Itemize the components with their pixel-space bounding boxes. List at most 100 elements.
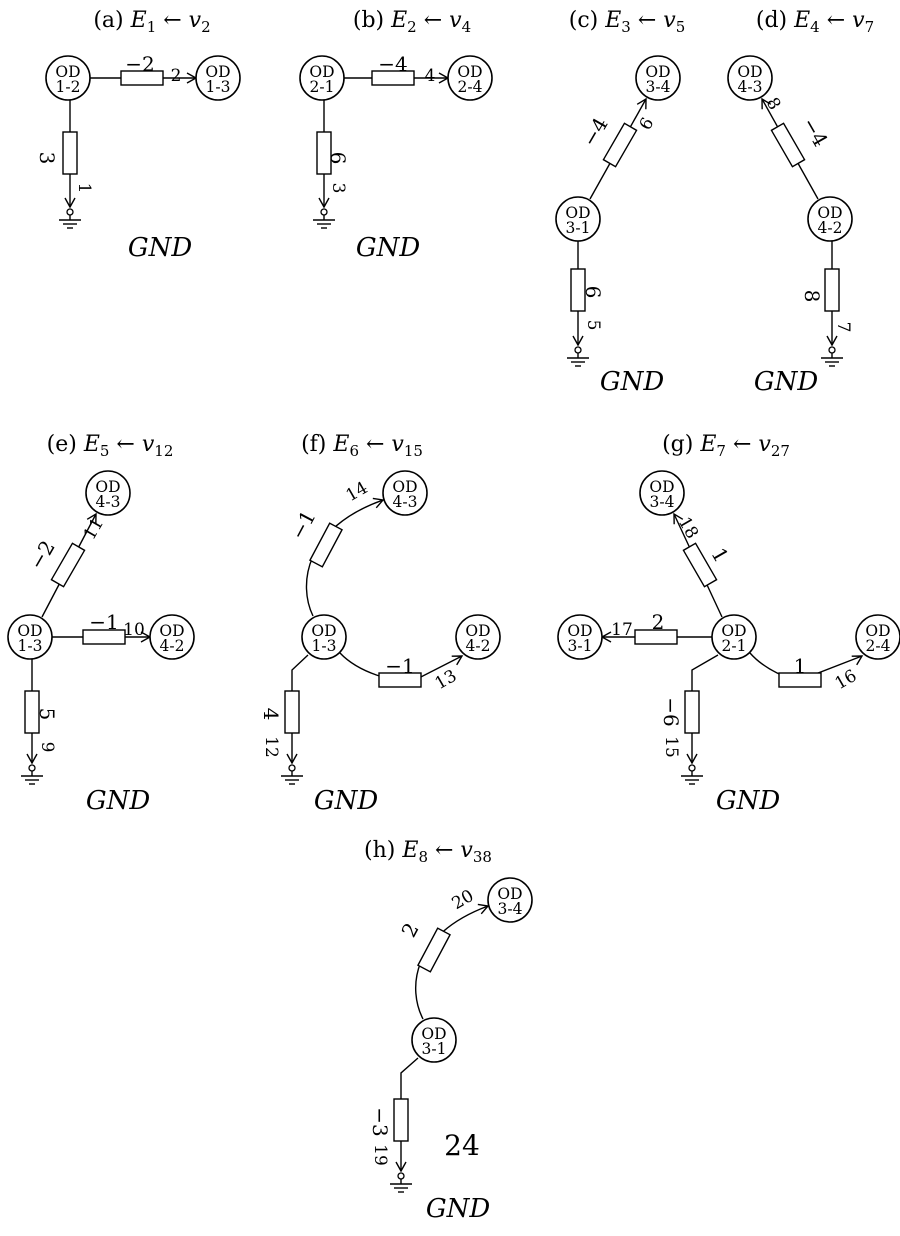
- caption-part: v: [460, 838, 473, 863]
- arrow-head: [286, 753, 298, 765]
- od-node-circle: [555, 196, 601, 242]
- edge-value: 1: [706, 543, 733, 566]
- resistor: [120, 70, 164, 86]
- edge-value: 2: [396, 919, 423, 942]
- arrow-head: [673, 512, 684, 525]
- ground-terminal: [397, 1172, 405, 1180]
- od-node-line2: 3-4: [498, 900, 523, 918]
- edge-value: −4: [577, 113, 613, 151]
- ground-terminal: [828, 346, 836, 354]
- od-node-line2: 1-2: [56, 78, 81, 96]
- ground-label: GND: [356, 233, 421, 263]
- resistor: [824, 268, 840, 312]
- page-number: 24: [444, 1129, 480, 1162]
- caption-part: ←: [109, 432, 141, 457]
- resistor: [634, 629, 678, 645]
- resistor: [309, 522, 343, 568]
- od-node-circle: [301, 614, 347, 660]
- edge-value: −3: [368, 1107, 392, 1136]
- caption-part: (e): [47, 432, 84, 457]
- resistor: [393, 1098, 409, 1142]
- ground-terminal: [320, 208, 328, 216]
- od-node-line1: OD: [457, 63, 482, 81]
- resistor: [417, 927, 451, 973]
- od-node-line2: 1-3: [18, 637, 43, 655]
- arrow-head: [86, 512, 97, 525]
- od-node-line2: 2-1: [722, 637, 747, 655]
- edge-index: 7: [833, 322, 853, 333]
- caption-part: 3: [621, 18, 631, 36]
- edge-value: 1: [794, 654, 807, 678]
- caption-part: ←: [820, 8, 852, 33]
- od-node-circle: [639, 470, 685, 516]
- od-node-line2: 3-1: [566, 219, 591, 237]
- od-node-circle: [382, 470, 428, 516]
- caption-part: ←: [428, 838, 460, 863]
- arrow-head: [636, 97, 647, 110]
- od-node-line1: OD: [95, 478, 120, 496]
- od-node-line1: OD: [17, 622, 42, 640]
- caption-part: 7: [865, 18, 875, 36]
- panel-caption: (b) E2 ← v4: [353, 8, 471, 36]
- caption-part: E: [390, 8, 407, 33]
- panel-caption: (c) E3 ← v5: [569, 8, 686, 36]
- caption-part: 5: [100, 442, 110, 460]
- caption-part: E: [604, 8, 621, 33]
- caption-part: 6: [349, 442, 359, 460]
- od-node-line1: OD: [865, 622, 890, 640]
- edge-index: 9: [37, 742, 57, 753]
- caption-part: (a): [93, 8, 130, 33]
- caption-part: ←: [359, 432, 391, 457]
- od-node-line1: OD: [817, 204, 842, 222]
- panel-caption: (g) E7 ← v27: [662, 432, 790, 460]
- caption-part: E: [332, 432, 349, 457]
- edge-index: 12: [261, 736, 281, 758]
- edge-index: 10: [123, 620, 145, 640]
- caption-part: v: [852, 8, 865, 33]
- od-node-circle: [411, 1017, 457, 1063]
- resistor: [378, 672, 422, 688]
- resistor: [371, 70, 415, 86]
- caption-part: v: [142, 432, 155, 457]
- arrow-head: [851, 655, 864, 666]
- edge-index: 3: [328, 183, 348, 194]
- edge-value: −1: [89, 610, 118, 634]
- od-node-line1: OD: [309, 63, 334, 81]
- edge-value: −2: [24, 536, 60, 574]
- caption-part: (c): [569, 8, 605, 33]
- od-node-circle: [299, 55, 345, 101]
- caption-part: v: [758, 432, 771, 457]
- caption-part: 2: [407, 18, 417, 36]
- od-node-line2: 4-3: [393, 493, 418, 511]
- edge-value: −4: [378, 52, 407, 76]
- ground-terminal: [66, 208, 74, 216]
- edge-index: 11: [80, 515, 108, 544]
- edge-value: −1: [385, 654, 414, 678]
- od-node-line1: OD: [649, 478, 674, 496]
- resistor: [682, 542, 718, 588]
- edge-index: 17: [611, 620, 633, 640]
- resistor: [684, 690, 700, 734]
- od-node-line2: 4-2: [466, 637, 491, 655]
- arrow-head: [395, 1161, 407, 1173]
- caption-part: 2: [201, 18, 211, 36]
- arrow-head: [761, 97, 772, 110]
- ground-label: GND: [716, 786, 781, 816]
- arrow-head: [686, 753, 698, 765]
- edge-value: −2: [125, 52, 154, 76]
- od-node-circle: [455, 614, 501, 660]
- edge-index: 18: [674, 514, 702, 543]
- edge-value: 2: [652, 610, 665, 634]
- edge-index: 16: [832, 666, 861, 694]
- caption-part: (h): [364, 838, 402, 863]
- caption-part: 15: [404, 442, 423, 460]
- edge-index: 8: [762, 94, 785, 113]
- caption-part: E: [699, 432, 716, 457]
- panel-b: (b) E2 ← v4 GND: [353, 8, 471, 263]
